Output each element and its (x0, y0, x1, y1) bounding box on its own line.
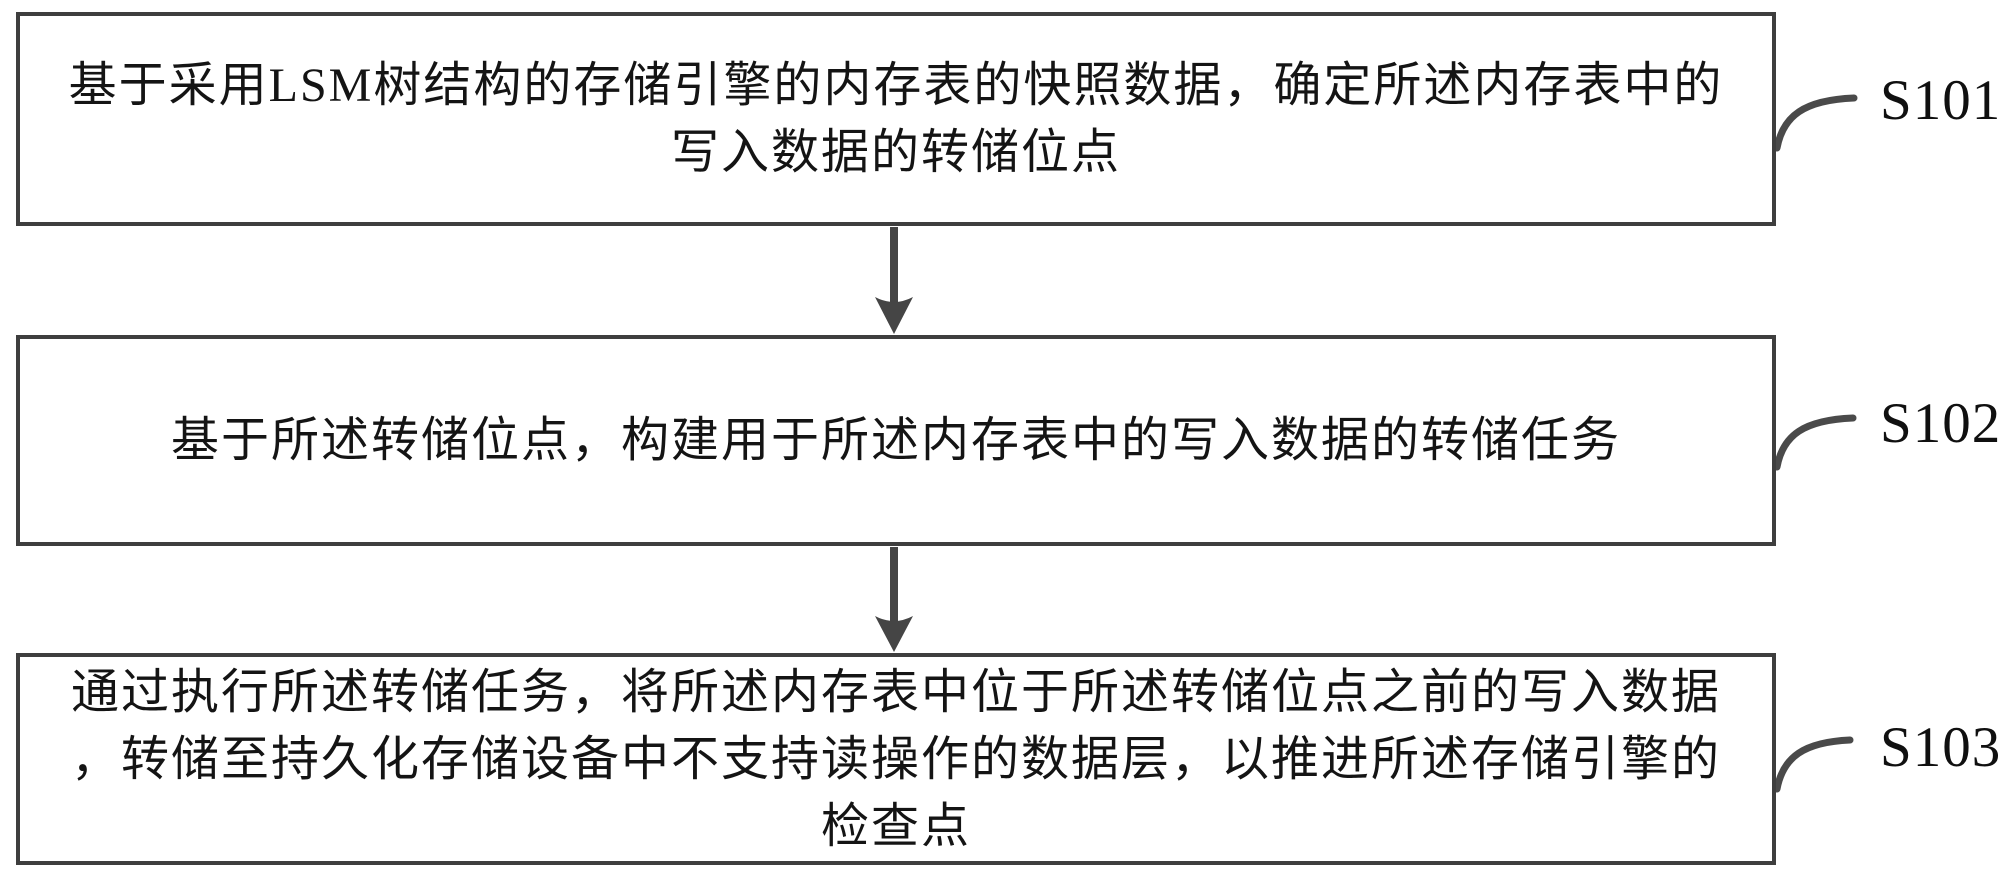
down-arrow-2-icon (875, 547, 913, 652)
step-s102-text-line-1: 基于所述转储位点，构建用于所述内存表中的写入数据的转储任务 (170, 414, 1621, 467)
step-s101-text-line-1: 基于采用LSM树结构的存储引擎的内存表的快照数据，确定所述内存表中的 (68, 59, 1724, 112)
step-label-s102: S102 (1880, 392, 2002, 455)
step-s101-text-line-2: 写入数据的转储位点 (670, 126, 1121, 179)
step-box-s102: 基于所述转储位点，构建用于所述内存表中的写入数据的转储任务 (16, 335, 1776, 546)
step-box-s101: 基于采用LSM树结构的存储引擎的内存表的快照数据，确定所述内存表中的 写入数据的… (16, 12, 1776, 226)
leader-line-s103 (1773, 736, 1854, 793)
leader-line-s101 (1773, 94, 1858, 152)
step-box-s103: 通过执行所述转储任务，将所述内存表中位于所述转储位点之前的写入数据 ，转储至持久… (16, 653, 1776, 865)
step-s103-text-line-1: 通过执行所述转储任务，将所述内存表中位于所述转储位点之前的写入数据 (70, 665, 1721, 719)
step-label-s101: S101 (1880, 69, 2002, 132)
step-s103-text-line-3: 检查点 (820, 799, 971, 853)
down-arrow-1-icon (875, 227, 913, 334)
step-label-s103: S103 (1880, 716, 2002, 779)
step-s103-text-line-2: ，转储至持久化存储设备中不支持读操作的数据层，以推进所述存储引擎的 (70, 732, 1721, 786)
leader-line-s102 (1773, 414, 1857, 471)
